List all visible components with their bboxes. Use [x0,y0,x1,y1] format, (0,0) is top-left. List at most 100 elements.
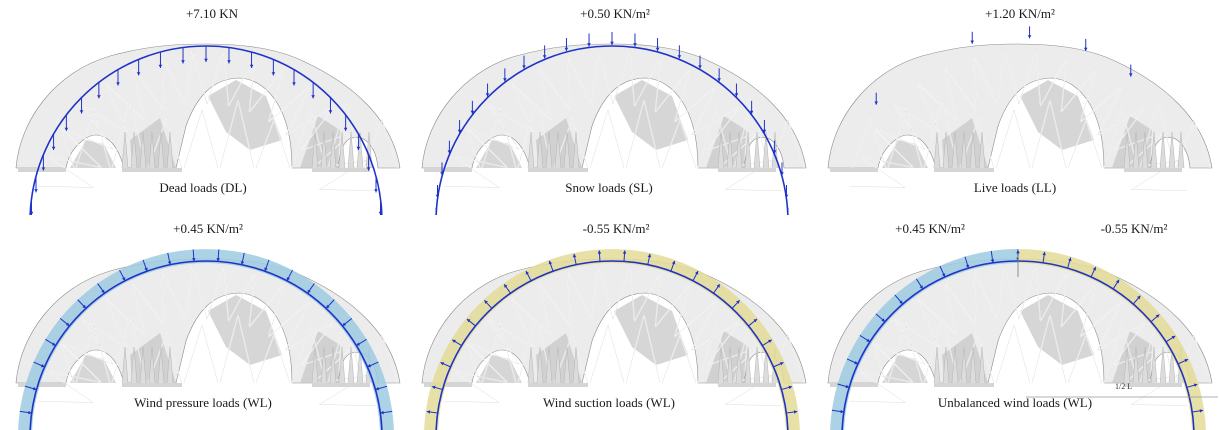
load-arrow-head [525,271,529,275]
load-arrow-head [671,260,676,265]
load-arrow-head [734,93,739,97]
load-arrow-head [366,167,371,171]
load-arrow-head [264,267,268,272]
load-arrow-head [249,64,254,68]
snow-loads-diagram [421,32,807,215]
load-line [29,260,383,430]
load-arrow-head [204,58,208,62]
support-pad [424,383,472,387]
support-pad [934,168,994,172]
load-arrow-head [28,410,32,415]
support-pad [312,168,370,172]
load-arrow-head [899,300,903,304]
load-arrow-head [356,146,361,150]
load-arrow-head [522,65,526,69]
shell-shade [300,116,340,168]
load-arrow-head [965,264,970,269]
load-arrow-head [1092,266,1096,271]
support-pad [830,168,878,172]
load-arrow-head [784,194,789,198]
panel-wind-pressure-loads: +0.45 KN/m² Wind pressure loads (WL) [0,215,406,430]
unbalanced-windward-magnitude: +0.45 KN/m² [895,221,965,236]
load-arrow-head [447,150,452,154]
load-arrow-head [440,172,444,176]
load-arrow-head [647,253,652,258]
panel-unbalanced-wind-loads: +0.45 KN/m² -0.55 KN/m² 1/2 L Unbalanced… [812,215,1218,430]
load-arrow-head [40,364,45,368]
wind-pressure-magnitude: +0.45 KN/m² [173,221,243,236]
load-arrow-head [64,127,69,131]
load-arrow-head [1016,250,1020,254]
load-arrow-head [367,364,372,368]
load-arrow-head [116,82,120,86]
wind-pressure-diagram [15,249,401,430]
load-arrow-head [1199,409,1204,413]
support-pad [18,383,66,387]
gridshell-structure [421,43,807,192]
live-loads-diagram [827,26,1213,192]
load-arrow-head [919,285,923,289]
load-arrow-head [564,47,569,51]
load-arrow-head [572,253,577,258]
shell-shade [208,80,282,150]
load-arrow-head [633,43,637,47]
load-arrow-head [1184,359,1189,363]
load-arrow-head [749,110,754,114]
support-pad [312,383,370,387]
support-pad [830,383,878,387]
load-arrow-head [990,259,995,263]
load-arrow-head [655,47,660,51]
load-arrow-head [435,194,440,198]
load-arrow-head [97,95,101,99]
load-arrow-head [698,65,702,69]
load-arrow-head [328,110,333,114]
load-arrow-head [970,40,974,44]
load-arrow-head [342,322,347,326]
gridshell-structure [827,43,1213,192]
panel-snow-loads: +0.50 KN/m² Snow loads (SL) [406,0,812,215]
shell-columns [121,131,373,169]
load-arrow-head [1115,279,1120,284]
load-arrow-head [677,55,682,59]
load-arrow-head [457,129,462,133]
support-pad [424,168,472,172]
load-arrow-head [271,72,276,76]
load-arrow-head [1042,251,1046,256]
wind-suction-magnitude: -0.55 KN/m² [582,221,650,236]
wind-suction-diagram [421,249,807,430]
load-arrow-head [1068,257,1072,262]
load-arrow-head [311,95,315,99]
load-arrow-head [542,55,547,59]
load-arrow-head [881,318,885,322]
load-arrow-head [762,129,767,133]
dead-load-magnitude: +7.10 KN [185,6,239,21]
load-arrow-head [452,339,456,343]
load-arrow-head [840,409,844,414]
shell-columns [527,131,779,169]
load-arrow-head [753,319,758,323]
load-arrow-head [587,43,591,47]
snow-load-magnitude: +0.50 KN/m² [580,6,650,21]
load-arrow-head [788,385,793,390]
load-arrow-head [227,60,231,64]
suction-band [1018,249,1206,430]
load-arrow-head [610,41,614,45]
load-arrow-head [622,250,627,254]
gridshell-structure [15,258,401,407]
load-arrow-head [216,258,220,262]
dead-loads-diagram [15,43,401,215]
load-arrow-head [158,64,163,68]
load-arrow-head [874,101,878,105]
load-arrow-head [1171,335,1176,340]
load-arrow-head [307,289,311,294]
load-arrow-head [736,300,740,304]
load-arrow-head [854,360,858,365]
load-arrow-head [1155,314,1160,318]
load-arrow-head [1083,47,1088,51]
shell-shade [1020,295,1094,365]
shell-shade [1112,331,1152,383]
load-arrow-head [343,127,348,131]
load-arrow-head [779,362,784,366]
load-arrow-head [1027,35,1032,39]
